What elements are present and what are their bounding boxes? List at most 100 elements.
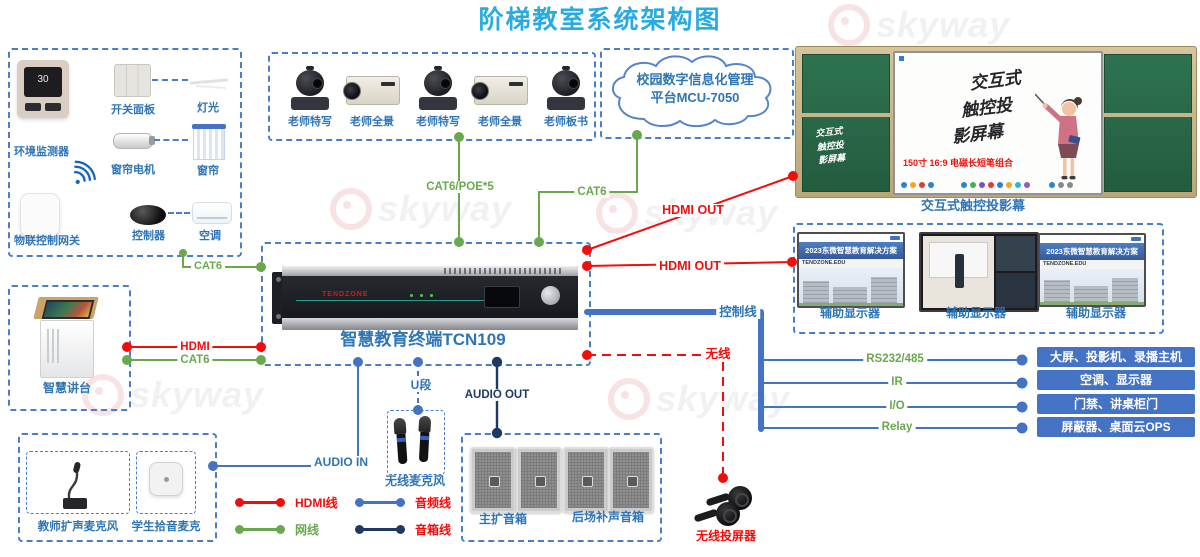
speaker-icon <box>516 447 562 513</box>
box-camera-icon <box>471 76 528 105</box>
teacher-mic-label: 教师扩声麦克风 <box>37 521 119 533</box>
curtain-motor-icon <box>113 133 155 149</box>
screen-toolbar <box>1049 182 1073 188</box>
watermark: skyway <box>330 188 512 230</box>
link-label-cat6-poe: CAT6/POE*5 <box>423 181 497 194</box>
link-label-hdmi-out-aux: HDMI OUT <box>656 259 724 274</box>
legend-item-speaker: 音箱线 <box>355 521 452 538</box>
legend-label: 音箱线 <box>415 523 452 537</box>
projection-screen-caption: 交互式触控投影幕 <box>920 198 1026 213</box>
aux-display-caption: 辅助显示器 <box>1065 306 1127 320</box>
wireless-dongle-icon <box>693 502 740 528</box>
aux-display-caption: 辅助显示器 <box>819 306 881 320</box>
ir-controller-label: 控制器 <box>132 230 165 242</box>
legend-label: 网线 <box>295 523 320 537</box>
air-conditioner-icon <box>192 202 232 224</box>
curtain-label: 窗帘 <box>197 165 219 177</box>
legend-item-hdmi: HDMI线 <box>235 494 338 511</box>
link-label-control: 控制线 <box>716 305 760 320</box>
target-box-ac: 空调、显示器 <box>1037 370 1195 390</box>
speaker-group-box <box>461 433 662 542</box>
projection-whiteboard: 交互式 触控投 影屏幕 150寸 16:9 电磁长短笔组合 <box>893 51 1103 195</box>
switch-panel-label: 开关面板 <box>111 104 155 116</box>
port-label-rs232: RS232/485 <box>863 353 927 366</box>
speaker-icon <box>470 447 516 513</box>
watermark-text: skyway <box>130 374 265 415</box>
slide-domain: TENDZONE.EDU <box>1040 260 1144 269</box>
camera-label: 老师特写 <box>416 116 460 128</box>
iot-gateway-icon <box>20 193 60 237</box>
chalkboard-right <box>1104 54 1192 192</box>
mcu-platform-label: 校园数字信息化管理 平台MCU-7050 <box>610 71 780 106</box>
cloud-shape <box>612 55 772 128</box>
mcu-platform-line2: 平台MCU-7050 <box>650 89 740 105</box>
aux-display-caption: 辅助显示器 <box>945 306 1007 320</box>
main-speaker-label: 主扩音箱 <box>479 512 528 526</box>
screen-toolbar <box>961 182 1030 188</box>
link-label-cat6-iot: CAT6 <box>191 260 225 273</box>
page-title: 阶梯教室系统架构图 <box>478 6 722 34</box>
mcu-platform-group-box <box>600 48 794 139</box>
chalk-line: 影屏幕 <box>817 153 846 167</box>
iot-gateway-label: 物联控制网关 <box>14 235 80 247</box>
camera-label: 老师全景 <box>478 116 522 128</box>
camera-label: 老师全景 <box>350 116 394 128</box>
iot-control-group-box <box>8 48 242 257</box>
watermark-logo-icon <box>608 378 650 420</box>
link-label-uband: U段 <box>407 379 435 392</box>
link-label-cat6-lectern: CAT6 <box>177 354 213 367</box>
student-mic-label: 学生拾音麦克 <box>131 521 201 533</box>
chalkboard-script-text: 交互式 触控投 影屏幕 <box>815 126 846 169</box>
handheld-mic-icon <box>417 415 432 465</box>
terminal-brand: TENDZONE <box>322 291 369 298</box>
line-control-trunk <box>584 309 764 432</box>
camera-label: 老师特写 <box>288 116 332 128</box>
terminal-display <box>484 286 520 308</box>
watermark-logo-icon <box>596 192 638 234</box>
legend-label: HDMI线 <box>295 496 338 510</box>
rear-speaker-label: 后场补声音箱 <box>572 510 645 524</box>
teacher-illustration <box>1035 93 1082 180</box>
box-camera-icon <box>343 76 400 105</box>
lectern-caption: 智慧讲台 <box>42 381 92 395</box>
curtain-motor-label: 窗帘电机 <box>111 164 155 176</box>
watermark-logo-icon <box>330 188 372 230</box>
link-label-audio-out: AUDIO OUT <box>461 389 533 402</box>
projection-screen-unit: 交互式 触控投 影屏幕 交互式 触控投 影屏幕 150寸 16:9 电磁长短笔组… <box>795 46 1197 198</box>
link-label-hdmi-lectern: HDMI <box>177 341 213 354</box>
student-mic-box <box>136 451 196 514</box>
slide-title: 2023东微智慧教育解决方案 <box>799 242 903 259</box>
air-conditioner-label: 空调 <box>199 230 221 242</box>
ptz-camera-icon <box>544 66 588 110</box>
target-box-display: 大屏、投影机、录播主机 <box>1037 347 1195 367</box>
camera-label: 老师板书 <box>544 116 588 128</box>
port-label-relay: Relay <box>878 421 916 434</box>
rack-terminal-device: TENDZONE <box>272 266 588 330</box>
legend-item-network: 网线 <box>235 521 320 538</box>
gooseneck-mic-icon <box>63 462 87 509</box>
curtain-icon <box>192 124 226 160</box>
light-label: 灯光 <box>197 102 219 114</box>
environment-monitor-icon: 30 <box>17 60 69 118</box>
legend-label: 音频线 <box>415 496 452 510</box>
screen-spec-text: 150寸 16:9 电磁长短笔组合 <box>903 158 1014 168</box>
wireless-dongle-caption: 无线投屏器 <box>695 529 757 543</box>
ptz-camera-icon <box>288 66 332 110</box>
aux-display-group-box <box>793 223 1164 334</box>
ptz-camera-icon <box>416 66 460 110</box>
switch-light-dashed-link <box>152 79 188 81</box>
wireless-mic-caption: 无线麦克风 <box>384 474 446 488</box>
watermark-text: skyway <box>378 188 513 229</box>
terminal-caption: 智慧教育终端TCN109 <box>340 330 506 349</box>
aux-monitor-slide: 2023东微智慧教育解决方案 TENDZONE.EDU <box>797 232 905 308</box>
link-label-cat6-cloud: CAT6 <box>574 186 610 199</box>
teacher-mic-box <box>26 451 130 514</box>
ir-controller-icon <box>130 205 166 225</box>
aux-monitor-slide: 2023东微智慧教育解决方案 TENDZONE.EDU <box>1038 233 1146 307</box>
wifi-icon <box>73 160 96 185</box>
lectern-icon <box>33 297 99 378</box>
thermostat-display: 30 <box>24 67 62 97</box>
port-label-ir: IR <box>888 376 906 389</box>
speaker-icon <box>563 447 609 513</box>
campus-photo <box>1040 269 1144 305</box>
